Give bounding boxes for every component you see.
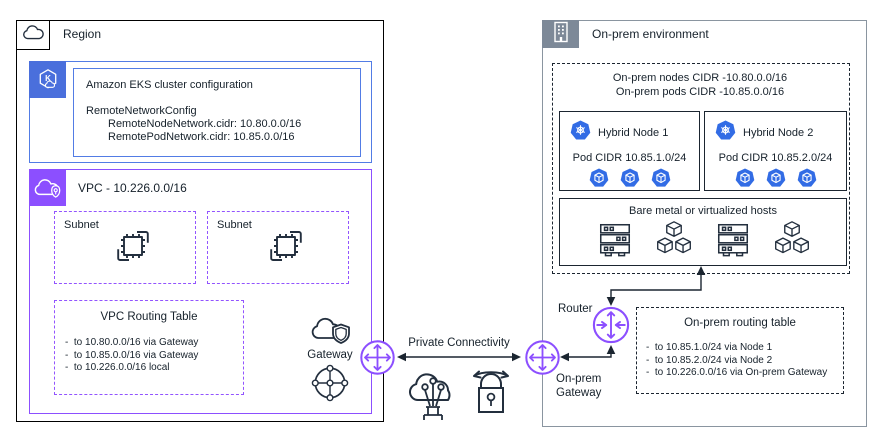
- onprem-pods-cidr: On-prem pods CIDR -10.85.0.0/16: [615, 86, 785, 98]
- bare-metal-hosts-box: Bare metal or virtualized hosts: [559, 198, 847, 266]
- buildings-icon: [551, 21, 571, 48]
- private-connectivity-cloud-icon: [406, 366, 460, 431]
- onprem-routing-table-title: On-prem routing table: [684, 317, 796, 329]
- onprem-label: On-prem environment: [592, 27, 709, 41]
- vpc-routing-table: VPC Routing Table - to 10.80.0.0/16 via …: [54, 300, 244, 395]
- onprem-gateway-label-line1: On-prem: [556, 373, 602, 385]
- vpc-routing-table-title: VPC Routing Table: [100, 311, 198, 323]
- hybrid-node-1-box: Hybrid Node 1 Pod CIDR 10.85.1.0/24: [559, 111, 700, 191]
- cubes-icon: [771, 220, 813, 263]
- onprem-route-entry: - to 10.85.2.0/24 via Node 2: [646, 354, 773, 366]
- kubernetes-pod-icon: [735, 168, 755, 193]
- onprem-cidr-box: [552, 63, 850, 274]
- hybrid-node-1-title: Hybrid Node 1: [598, 127, 669, 139]
- vpc-icon: [29, 169, 66, 206]
- eks-config-container: [29, 61, 372, 163]
- onprem-route-entry: - to 10.226.0.0/16 via On-prem Gateway: [646, 367, 828, 378]
- region-container: [16, 20, 384, 422]
- bare-metal-hosts-title: Bare metal or virtualized hosts: [629, 205, 777, 217]
- transit-gateway-icon: [311, 364, 349, 407]
- kubernetes-pod-icon: [620, 168, 640, 193]
- vpc-route-entry: - to 10.226.0.0/16 local: [65, 362, 170, 373]
- private-connectivity-label: Private Connectivity: [408, 337, 510, 349]
- kubernetes-pod-icon: [651, 168, 671, 193]
- server-rack-icon: [593, 220, 637, 263]
- server-rack-icon: [711, 220, 755, 263]
- kubernetes-pod-icon: [797, 168, 817, 193]
- vpc-route-entry: - to 10.85.0.0/16 via Gateway: [65, 349, 199, 361]
- hybrid-node-2-box: Hybrid Node 2 Pod CIDR 10.85.2.0/24: [704, 111, 847, 191]
- vpc-cloud-shield-icon: [308, 311, 352, 353]
- vpc-label: VPC - 10.226.0.0/16: [78, 181, 187, 195]
- onprem-container: [542, 20, 867, 427]
- subnet-1-box: Subnet: [54, 211, 196, 284]
- kubernetes-node-icon: [715, 120, 736, 146]
- instances-icon: [265, 225, 307, 272]
- kubernetes-pod-icon: [766, 168, 786, 193]
- vpn-lock-icon: [466, 364, 516, 425]
- cubes-icon: [653, 220, 695, 263]
- onprem-route-entry: - to 10.85.1.0/24 via Node 1: [646, 342, 773, 353]
- gateway-4way-arrows-icon: [359, 339, 396, 381]
- onprem-nodes-cidr: On-prem nodes CIDR -10.80.0.0/16: [612, 72, 788, 84]
- subnet-2-box: Subnet: [207, 211, 349, 284]
- vpc-container: [29, 169, 372, 414]
- eks-config-remotepodnetwork: RemotePodNetwork.cidr: 10.85.0.0/16: [108, 131, 295, 143]
- vpc-route-entry: - to 10.80.0.0/16 via Gateway: [65, 337, 199, 348]
- gateway-4way-arrows-icon: [524, 339, 561, 381]
- region-label: Region: [63, 27, 102, 41]
- onprem-routing-table: On-prem routing table - to 10.85.1.0/24 …: [636, 307, 844, 394]
- eks-config-remotenodenetwork: RemoteNodeNetwork.cidr: 10.80.0.0/16: [108, 118, 302, 130]
- kubernetes-pod-icon: [589, 168, 609, 193]
- onprem-gateway-label-line2: Gateway: [556, 387, 602, 399]
- svg-text:K: K: [45, 73, 51, 82]
- eks-config-title: Amazon EKS cluster configuration: [86, 79, 253, 91]
- onprem-icon-box: [542, 20, 579, 48]
- subnet-2-label: Subnet: [217, 219, 252, 231]
- router-icon: [592, 306, 630, 349]
- gateway-label: Gateway: [307, 349, 353, 361]
- eks-icon: K: [29, 61, 66, 98]
- hybrid-node-2-pod-cidr: Pod CIDR 10.85.2.0/24: [718, 152, 833, 164]
- eks-config-remotenetworkconfig: RemoteNetworkConfig: [86, 105, 197, 117]
- region-icon-box: [16, 20, 50, 50]
- eks-config-inner-box: Amazon EKS cluster configuration RemoteN…: [73, 68, 361, 157]
- subnet-1-label: Subnet: [64, 219, 99, 231]
- kubernetes-node-icon: [570, 120, 591, 146]
- hybrid-node-1-pod-cidr: Pod CIDR 10.85.1.0/24: [572, 152, 687, 164]
- aws-cloud-icon: [22, 24, 44, 46]
- router-label: Router: [558, 303, 593, 315]
- hybrid-node-2-title: Hybrid Node 2: [743, 127, 814, 139]
- instances-icon: [112, 225, 154, 272]
